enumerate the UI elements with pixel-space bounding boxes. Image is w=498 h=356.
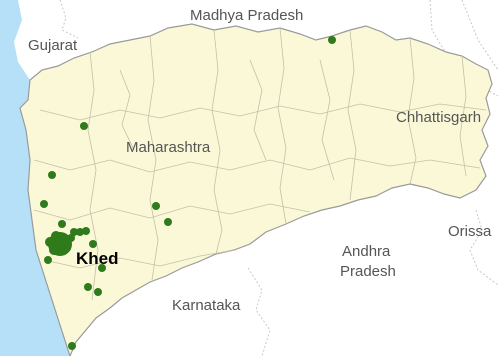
label-khed: Khed bbox=[76, 249, 119, 268]
label-madhya-pradesh: Madhya Pradesh bbox=[190, 7, 303, 24]
label-maharashtra: Maharashtra bbox=[126, 139, 211, 156]
location-marker bbox=[40, 200, 48, 208]
location-marker bbox=[89, 240, 97, 248]
location-marker bbox=[328, 36, 336, 44]
marker-khed bbox=[63, 244, 71, 252]
arabian-sea bbox=[0, 0, 70, 356]
label-orissa: Orissa bbox=[448, 223, 492, 240]
gujarat-mp-border bbox=[59, 0, 79, 39]
location-marker bbox=[164, 218, 172, 226]
location-marker bbox=[98, 264, 106, 272]
location-marker bbox=[48, 171, 56, 179]
location-marker bbox=[82, 227, 90, 235]
location-marker bbox=[49, 245, 59, 255]
label-gujarat: Gujarat bbox=[28, 37, 78, 54]
location-marker bbox=[58, 220, 66, 228]
label-chhattisgarh: Chhattisgarh bbox=[396, 109, 481, 126]
karnataka-ap-border bbox=[247, 267, 271, 356]
location-marker bbox=[152, 202, 160, 210]
label-karnataka: Karnataka bbox=[172, 297, 241, 314]
orissa-border bbox=[469, 209, 498, 286]
location-marker bbox=[51, 231, 61, 241]
marker-layer bbox=[40, 36, 336, 350]
location-marker bbox=[70, 228, 78, 236]
district-borders bbox=[33, 27, 487, 301]
location-marker bbox=[84, 283, 92, 291]
location-marker bbox=[67, 234, 75, 242]
location-marker bbox=[94, 288, 102, 296]
location-marker bbox=[44, 256, 52, 264]
location-marker bbox=[80, 122, 88, 130]
location-marker bbox=[76, 228, 84, 236]
label-andhra: Andhra bbox=[342, 243, 391, 260]
location-marker bbox=[68, 342, 76, 350]
label-pradesh: Pradesh bbox=[340, 263, 396, 280]
